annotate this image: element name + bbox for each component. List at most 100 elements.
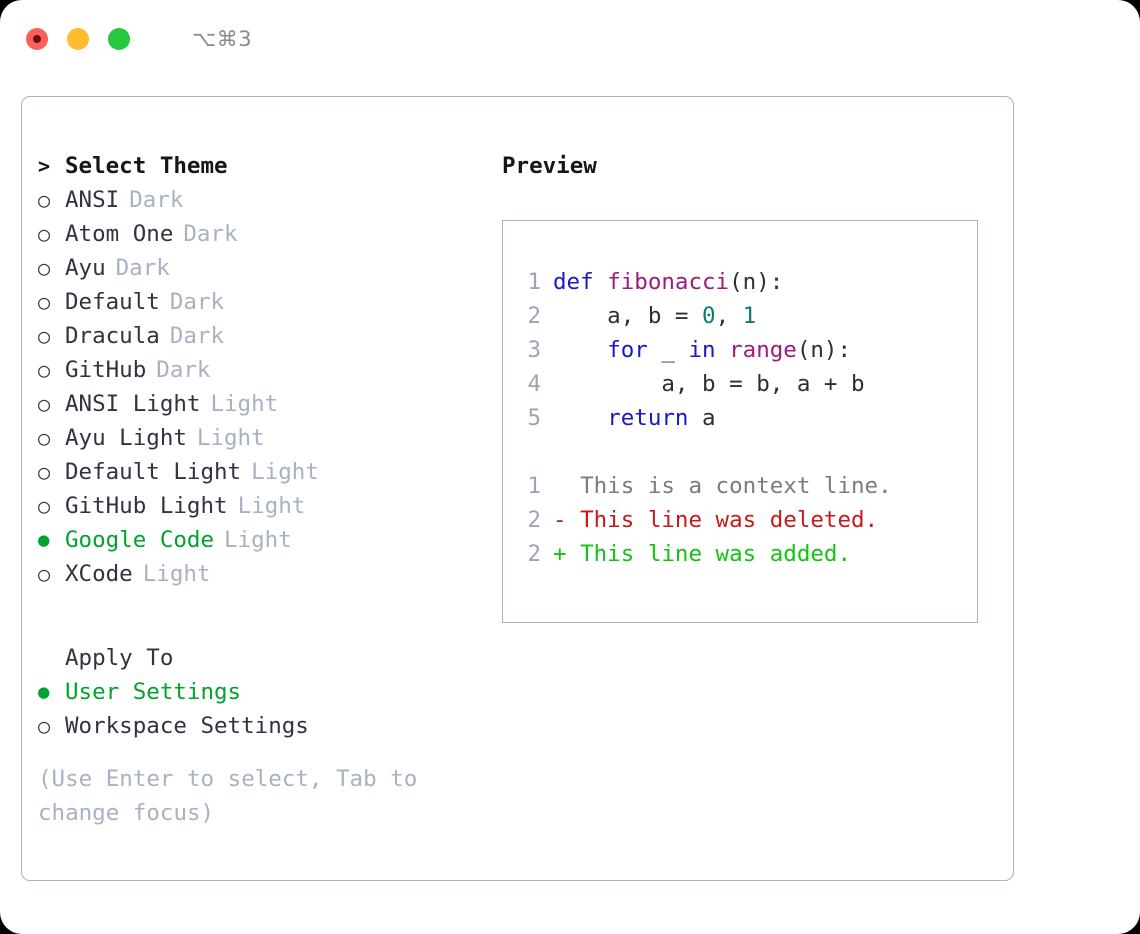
diff-sign xyxy=(553,473,567,499)
theme-name: Default Light xyxy=(65,459,242,485)
theme-variant-badge: Dark xyxy=(115,255,170,281)
code-line: 5 return a xyxy=(515,401,977,435)
diff-sign: + xyxy=(553,541,567,567)
title-bar: ⌥⌘3 xyxy=(0,0,1140,78)
radio-unselected-icon: ○ xyxy=(38,222,51,246)
theme-variant-badge: Dark xyxy=(183,221,238,247)
line-number: 5 xyxy=(527,405,541,431)
code-line: 1 def fibonacci(n): xyxy=(515,265,977,299)
code-token-num: 0 xyxy=(702,303,716,329)
theme-option-row[interactable]: ○ ANSI Dark xyxy=(38,183,478,217)
code-content: return a xyxy=(553,405,716,431)
line-number: 1 xyxy=(527,269,541,295)
diff-line: 2+ This line was added. xyxy=(515,537,977,571)
theme-name: ANSI Light xyxy=(65,391,201,417)
theme-name: GitHub xyxy=(65,357,147,383)
code-line: 4 a, b = b, a + b xyxy=(515,367,977,401)
radio-unselected-icon: ○ xyxy=(38,460,51,484)
apply-to-option-row[interactable]: ○ Workspace Settings xyxy=(38,709,478,743)
radio-unselected-icon: ○ xyxy=(38,188,51,212)
theme-name: Default xyxy=(65,289,160,315)
code-token-plain: , xyxy=(715,303,743,329)
apply-to-option-label: User Settings xyxy=(65,679,242,705)
code-token-plain: a, b = b, a + b xyxy=(553,371,865,397)
theme-variant-badge: Dark xyxy=(129,187,184,213)
theme-variant-badge: Light xyxy=(251,459,319,485)
apply-to-option-row[interactable]: ● User Settings xyxy=(38,675,478,709)
theme-option-row[interactable]: ○ GitHub Dark xyxy=(38,353,478,387)
diff-block: 1 This is a context line.2- This line wa… xyxy=(515,469,977,571)
prompt-caret-icon: > xyxy=(38,154,51,178)
radio-selected-icon: ● xyxy=(38,528,50,551)
apply-to-heading: ○ Apply To xyxy=(38,641,478,675)
radio-unselected-icon: ○ xyxy=(38,324,51,348)
diff-text: This line was added. xyxy=(566,541,852,567)
code-line: 2 a, b = 0, 1 xyxy=(515,299,977,333)
code-content: def fibonacci(n): xyxy=(553,269,783,295)
theme-variant-badge: Light xyxy=(210,391,279,417)
code-token-plain xyxy=(553,405,607,431)
theme-variant-badge: Dark xyxy=(169,323,225,349)
select-theme-title: Select Theme xyxy=(65,153,228,179)
theme-option-row[interactable]: ○ Default Light Light xyxy=(38,455,478,489)
diff-text: This line was deleted. xyxy=(566,507,879,533)
diff-text: This is a context line. xyxy=(566,473,892,499)
line-number: 4 xyxy=(527,371,541,397)
line-number: 3 xyxy=(527,337,541,363)
diff-sign: - xyxy=(553,507,567,533)
maximize-button[interactable] xyxy=(108,28,130,50)
code-content: for _ in range(n): xyxy=(553,337,851,363)
theme-option-row[interactable]: ○ Dracula Dark xyxy=(38,319,478,353)
theme-name: Atom One xyxy=(65,221,174,247)
line-number: 2 xyxy=(527,303,541,329)
radio-unselected-icon: ○ xyxy=(38,358,51,382)
code-token-kw: return xyxy=(607,405,689,431)
code-token-fn: fibonacci xyxy=(607,269,730,295)
code-token-punc: (n): xyxy=(796,337,852,363)
minimize-button[interactable] xyxy=(67,28,89,50)
section-spacer xyxy=(38,591,478,641)
radio-selected-icon: ● xyxy=(38,680,50,703)
code-token-plain: a xyxy=(688,405,716,431)
theme-variant-badge: Dark xyxy=(169,289,225,315)
code-line: 3 for _ in range(n): xyxy=(515,333,977,367)
theme-variant-badge: Dark xyxy=(156,357,211,383)
code-token-kw: def xyxy=(553,269,608,295)
code-content: a, b = b, a + b xyxy=(553,371,865,397)
theme-option-row[interactable]: ● Google Code Light xyxy=(38,523,478,557)
window-controls xyxy=(26,28,130,50)
code-token-plain xyxy=(553,337,607,363)
close-button[interactable] xyxy=(26,28,48,50)
theme-variant-badge: Light xyxy=(196,425,265,451)
theme-name: Google Code xyxy=(65,527,215,553)
code-token-kw: in xyxy=(688,337,716,363)
radio-unselected-icon: ○ xyxy=(38,562,51,586)
code-token-plain: a, b = xyxy=(553,303,703,329)
theme-variant-badge: Light xyxy=(224,527,292,553)
theme-variant-badge: Light xyxy=(142,561,211,587)
apply-to-options: ● User Settings ○ Workspace Settings xyxy=(38,675,478,743)
theme-name: GitHub Light xyxy=(65,493,228,519)
code-token-num: 1 xyxy=(742,303,757,329)
keyboard-hint: (Use Enter to select, Tab to change focu… xyxy=(38,766,418,826)
select-theme-heading: > Select Theme xyxy=(38,149,478,183)
theme-option-row[interactable]: ○ Atom One Dark xyxy=(38,217,478,251)
radio-unselected-icon: ○ xyxy=(38,714,51,738)
theme-name: Dracula xyxy=(65,323,160,349)
line-number: 2 xyxy=(527,507,541,533)
theme-name: ANSI xyxy=(65,187,120,213)
radio-unselected-icon: ○ xyxy=(38,494,51,518)
theme-name: Ayu xyxy=(65,255,106,281)
apply-to-option-label: Workspace Settings xyxy=(65,713,309,739)
